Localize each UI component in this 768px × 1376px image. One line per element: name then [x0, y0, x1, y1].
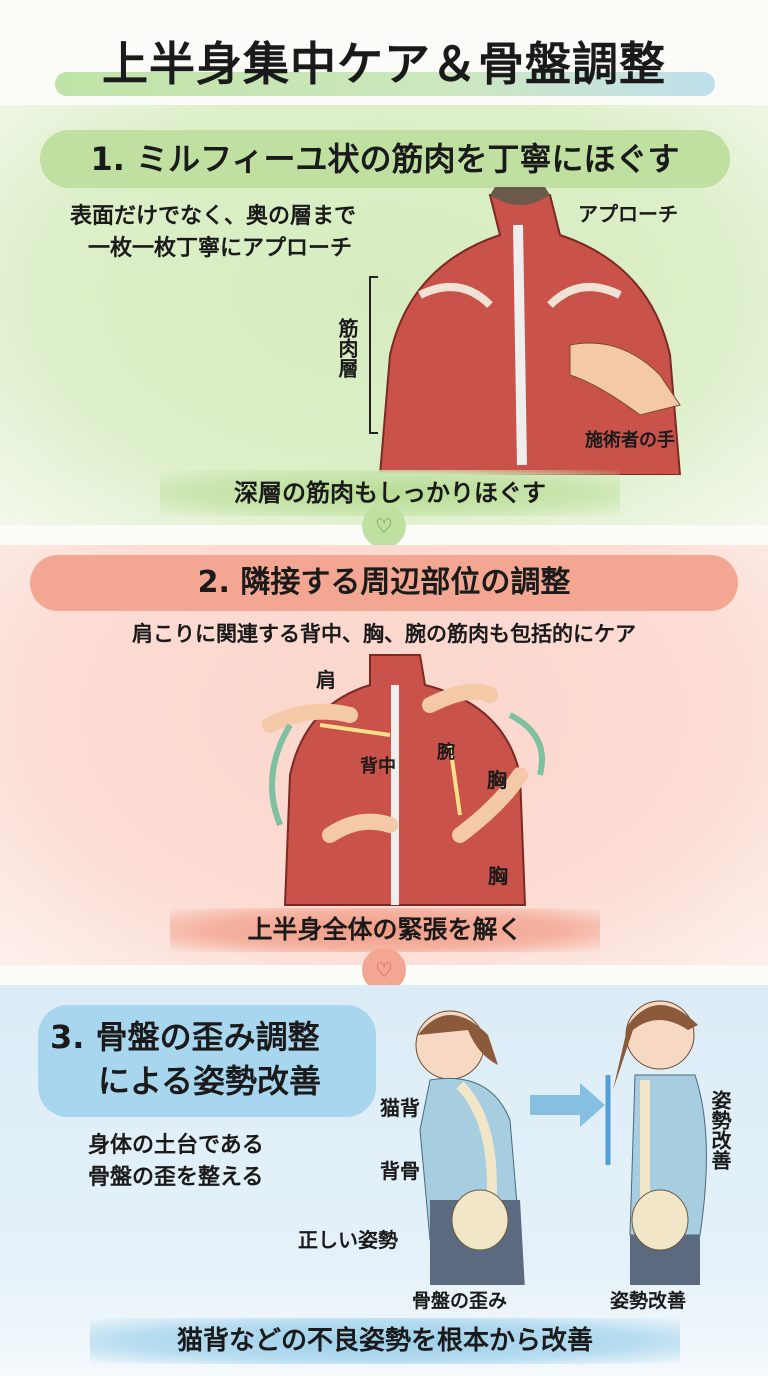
- section-3-heading: 3. 骨盤の歪み調整 による姿勢改善: [38, 1005, 376, 1117]
- section-3-heading-line2: による姿勢改善: [98, 1062, 322, 1100]
- label-approach: アプローチ: [578, 202, 678, 226]
- title-highlight: [55, 72, 715, 96]
- label-back: 背中: [360, 756, 396, 777]
- section-3-heading-line1: 3. 骨盤の歪み調整: [50, 1018, 320, 1056]
- heart-hand-icon: ♡: [362, 504, 406, 548]
- section-1-heading: 1. ミルフィーユ状の筋肉を丁寧にほぐす: [40, 130, 730, 188]
- section-1-description-line1: 表面だけでなく、奥の層まで: [70, 204, 357, 229]
- section-2-caption: 上半身全体の緊張を解く: [170, 908, 600, 952]
- label-chest-lower: 胸: [488, 864, 508, 888]
- label-posture-improved: 姿勢改善: [610, 1290, 687, 1312]
- label-spine: 背骨: [380, 1159, 420, 1183]
- section-3-description: 身体の土台である 骨盤の歪を整える: [88, 1130, 264, 1194]
- section-3-description-line1: 身体の土台である: [88, 1133, 264, 1158]
- section-1-description-line2: 一枚一枚丁寧にアプローチ: [88, 236, 353, 261]
- upper-body-muscle-illustration: [262, 654, 545, 906]
- label-muscle-layer: 筋肉層: [335, 318, 359, 378]
- label-chest-upper: 胸: [487, 768, 507, 792]
- label-posture-improved-vertical: 姿勢改善: [708, 1090, 732, 1170]
- label-correct-posture: 正しい姿勢: [298, 1228, 398, 1252]
- label-practitioner-hand: 施術者の手: [585, 430, 675, 451]
- section-2-heading: 2. 隣接する周辺部位の調整: [30, 555, 738, 611]
- posture-comparison-illustration: [415, 1000, 707, 1285]
- muscle-layer-bracket: [369, 276, 378, 434]
- section-3-description-line2: 骨盤の歪を整える: [88, 1165, 264, 1190]
- label-hunchback: 猫背: [380, 1096, 420, 1120]
- back-muscle-illustration: [378, 187, 682, 475]
- label-pelvis-distortion: 骨盤の歪み: [412, 1290, 508, 1312]
- page-title: 上半身集中ケア＆骨盤調整: [102, 37, 666, 91]
- label-shoulder: 肩: [316, 668, 336, 692]
- section-2-description: 肩こりに関連する背中、胸、腕の筋肉も包括的にケア: [132, 622, 636, 646]
- heart-hand-icon: ♡: [362, 948, 406, 992]
- label-arm: 腕: [437, 742, 455, 763]
- section-3-caption: 猫背などの不良姿勢を根本から改善: [90, 1318, 680, 1364]
